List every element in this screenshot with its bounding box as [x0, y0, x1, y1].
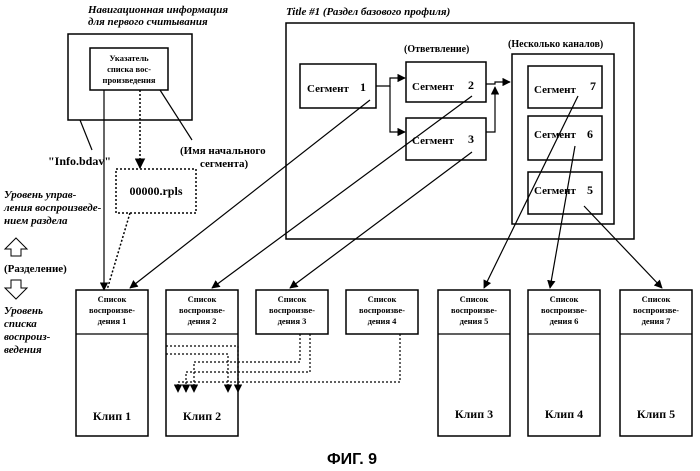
separation-up-arrow — [5, 238, 27, 256]
playlist-2-line1: Список — [188, 294, 217, 304]
seg3-to-playlist3-arrow — [290, 152, 472, 288]
dotted-clip2-references — [166, 334, 400, 392]
segment-6-number: 6 — [587, 127, 593, 141]
seg5-to-playlist7-arrow — [584, 206, 662, 288]
seg1-to-seg3-arrow — [390, 86, 405, 132]
playlist-1-line2: воспроизве- — [89, 305, 135, 315]
playlist-pointer-line2: списка вос- — [107, 64, 151, 74]
segment-5-number: 5 — [587, 183, 593, 197]
start-segment-label-line1: (Имя начального — [180, 145, 266, 157]
seg1-to-seg2-arrow — [376, 78, 405, 86]
playlist-4-line1: Список — [368, 294, 397, 304]
title-outer-box — [286, 23, 634, 239]
playlist-pointer-line1: Указатель — [109, 53, 149, 63]
playlist-4-line3: дения 4 — [368, 316, 398, 326]
level-playlist-line4: ведения — [4, 344, 42, 356]
info-bdav-callout — [80, 120, 92, 150]
title-label: Title #1 (Раздел базового профиля) — [286, 6, 450, 18]
playlist-4: Список воспроизве- дения 4 — [346, 290, 418, 334]
nav-info-label-line2: для первого считывания — [88, 16, 208, 28]
segment-2-number: 2 — [468, 78, 474, 92]
playlist-3-line2: воспроизве- — [269, 305, 315, 315]
seg2-to-multichannel-arrow — [486, 82, 510, 84]
segment-5-label: Сегмент — [534, 185, 577, 197]
playlist-3-line3: дения 3 — [278, 316, 307, 326]
clip-2-label: Клип 2 — [183, 409, 221, 423]
playlist-5-line2: воспроизве- — [451, 305, 497, 315]
playlist-pointer-line3: произведения — [103, 75, 156, 85]
level-title-line2: ления воспроизведе- — [3, 202, 102, 214]
segment-7-number: 7 — [590, 79, 596, 93]
playlist-6-line1: Список — [550, 294, 579, 304]
playlist-2-line3: дения 2 — [188, 316, 217, 326]
clip-5-label: Клип 5 — [637, 407, 675, 421]
segment-2-label: Сегмент — [412, 81, 455, 93]
playlist-3: Список воспроизве- дения 3 — [256, 290, 328, 334]
level-title-line3: нием раздела — [4, 215, 68, 227]
segment-6-label: Сегмент — [534, 129, 577, 141]
clip-3-label: Клип 3 — [455, 407, 493, 421]
playlist-6-line2: воспроизве- — [541, 305, 587, 315]
separation-label: (Разделение) — [4, 263, 67, 275]
nav-info-label-line1: Навигационная информация — [87, 4, 228, 16]
figure-caption: ФИГ. 9 — [327, 451, 377, 468]
playlist-4-line2: воспроизве- — [359, 305, 405, 315]
segment-1-label: Сегмент — [307, 83, 350, 95]
playlist-7-line2: воспроизве- — [633, 305, 679, 315]
playlist-6-line3: дения 6 — [550, 316, 579, 326]
level-title-line1: Уровень управ- — [4, 189, 77, 201]
playlist-3-line1: Список — [278, 294, 307, 304]
playlist-5-line3: дения 5 — [460, 316, 489, 326]
start-segment-label-line2: сегмента) — [200, 158, 248, 170]
playlist-1-line3: дения 1 — [98, 316, 127, 326]
rpls-file-label: 00000.rpls — [129, 184, 182, 198]
multichannel-label: (Несколько каналов) — [508, 39, 603, 50]
level-playlist-line3: воспроиз- — [4, 331, 51, 343]
branch-label: (Ответвление) — [404, 44, 469, 55]
segment-3-label: Сегмент — [412, 135, 455, 147]
seg6-to-playlist6-arrow — [550, 146, 575, 288]
level-playlist-line2: списка — [4, 318, 37, 330]
level-playlist-line1: Уровень — [4, 305, 43, 317]
segment-3-number: 3 — [468, 132, 474, 146]
rpls-to-playlist1-dotted — [107, 213, 130, 290]
seg2-to-playlist2-arrow — [212, 96, 472, 288]
playlist-5-line1: Список — [460, 294, 489, 304]
playlist-7-line3: дения 7 — [642, 316, 672, 326]
segment-1-number: 1 — [360, 80, 366, 94]
seg3-to-multichannel-arrow — [486, 87, 495, 132]
start-segment-callout — [160, 90, 192, 140]
clip-1-label: Клип 1 — [93, 409, 131, 423]
clip-4-label: Клип 4 — [545, 407, 583, 421]
playlist-7-line1: Список — [642, 294, 671, 304]
separation-down-arrow — [5, 280, 27, 299]
playlist-2-line2: воспроизве- — [179, 305, 225, 315]
info-bdav-label: "Info.bdav" — [48, 154, 111, 168]
playlist-1-line1: Список — [98, 294, 127, 304]
segment-7-label: Сегмент — [534, 84, 577, 96]
